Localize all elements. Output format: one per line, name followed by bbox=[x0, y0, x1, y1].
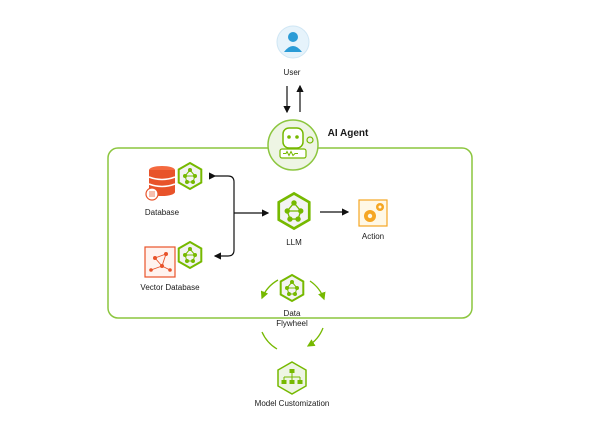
database-stack-icon bbox=[145, 166, 176, 201]
vector-database-label: Vector Database bbox=[140, 283, 200, 292]
flywheel-label-line1: Data bbox=[283, 309, 301, 318]
vector-db-connector-hex-icon bbox=[177, 241, 203, 269]
flywheel-hex-icon bbox=[279, 274, 305, 302]
database-label: Database bbox=[144, 208, 180, 217]
llm-label: LLM bbox=[286, 238, 302, 247]
robot-icon bbox=[267, 119, 319, 171]
vector-graph-icon bbox=[144, 246, 176, 278]
gears-icon bbox=[358, 199, 388, 227]
neural-network-hexagon-icon bbox=[277, 192, 311, 230]
user-icon bbox=[276, 25, 310, 59]
user-label: User bbox=[283, 68, 301, 77]
db-bracket bbox=[209, 172, 235, 260]
flywheel-label-line2: Flywheel bbox=[276, 319, 308, 328]
hierarchy-icon bbox=[277, 361, 307, 395]
flywheel-cycle-arrows bbox=[260, 279, 326, 350]
model-customization-label: Model Customization bbox=[254, 399, 330, 408]
action-label: Action bbox=[361, 232, 385, 241]
ai-agent-label: AI Agent bbox=[327, 128, 369, 139]
database-connector-hex-icon bbox=[177, 162, 203, 190]
